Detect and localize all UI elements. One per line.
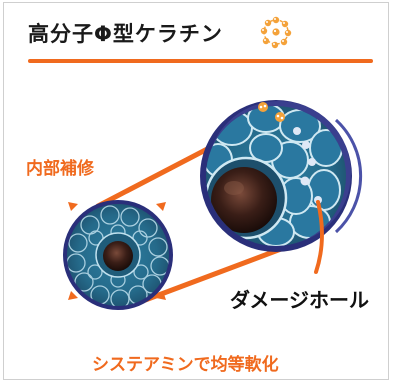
expansion-arrow-icon: [68, 202, 166, 300]
magnified-hair-view: [200, 100, 363, 252]
page-title: 高分子Φ型ケラチン: [28, 22, 223, 46]
internal-repair-label: 内部補修: [26, 159, 94, 179]
hair-cross-section-small: [63, 200, 173, 310]
keratin-molecule-icon: [260, 16, 292, 49]
damage-hole-label: ダメージホール: [230, 288, 369, 312]
keratin-particle: [258, 102, 285, 122]
damage-hole-leader: [314, 200, 324, 274]
figure-frame: [3, 2, 389, 380]
bottom-caption: システアミンで均等軟化: [92, 355, 279, 375]
connector-line-upper: [95, 142, 218, 209]
